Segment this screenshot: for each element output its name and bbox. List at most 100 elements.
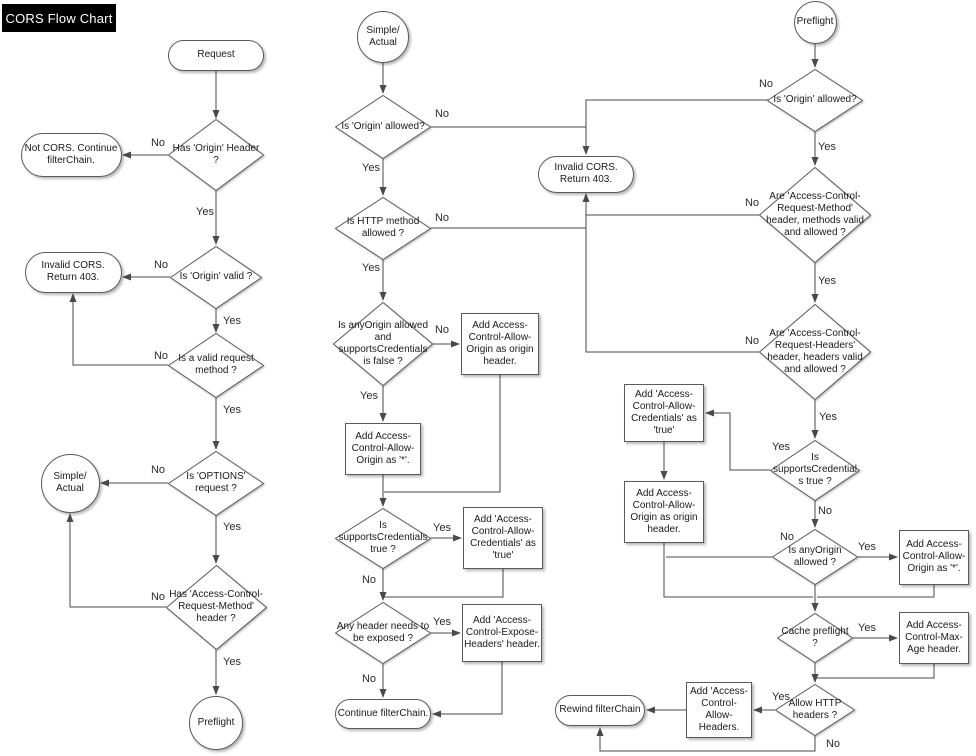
node-label: Preflight [197, 717, 235, 729]
node-label: Add 'Access-Control-Allow-Headers. [689, 686, 749, 733]
edge-label-no-27: No [817, 505, 833, 517]
diamond-shape [777, 613, 853, 663]
node-label: Is a valid request method ? [178, 353, 254, 376]
edge-label-no-6: No [150, 464, 166, 476]
edge-label-no-24: No [744, 335, 760, 347]
connector [663, 543, 813, 598]
connector [817, 664, 935, 679]
edge-label-no-20: No [758, 78, 774, 90]
node-is-supportscred-true-right: Is supportsCredentials true ? [770, 439, 860, 501]
edge-label-yes-26: Yes [772, 441, 790, 453]
node-add-acah: Add 'Access-Control-Allow-Headers. [686, 682, 752, 738]
node-invalid-cors-mid: Invalid CORS. Return 403. [538, 155, 634, 193]
node-has-origin-header: Has 'Origin' Header ? [168, 119, 264, 191]
node-label: Simple/ Actual [366, 25, 400, 48]
node-add-max-age: Add Access-Control-Max-Age header. [899, 612, 969, 664]
node-rewind-filterchain: Rewind filterChain [555, 694, 645, 726]
edge-label-no-28: No [779, 531, 795, 543]
node-label: Is supportsCredentials true ? [773, 452, 857, 487]
node-is-supportscred-true-mid: Is supportsCredentials true ? [335, 507, 431, 569]
diamond-shape [759, 167, 871, 263]
connector [384, 569, 504, 598]
node-label: Is 'OPTIONS' request ? [186, 471, 246, 494]
node-label: Allow HTTP headers ? [788, 698, 842, 721]
diamond-shape [168, 119, 264, 191]
node-label: Has 'Origin' Header ? [172, 143, 260, 166]
edge-label-no-0: No [150, 137, 166, 149]
diamond-shape [170, 245, 262, 309]
edge-label-no-2: No [153, 259, 169, 271]
node-label: Is anyOrigin allowed ? [788, 545, 842, 568]
edge-label-yes-31: Yes [772, 691, 790, 703]
node-label: Preflight [796, 16, 834, 28]
edge-label-no-10: No [434, 108, 450, 120]
node-invalid-cors-left: Invalid CORS. Return 403. [24, 251, 122, 293]
node-label: Are 'Access-Control-Request-Method' head… [766, 191, 864, 238]
node-are-acrm-valid: Are 'Access-Control-Request-Method' head… [759, 167, 871, 263]
node-cache-preflight: Cache preflight ? [777, 613, 853, 663]
node-are-acrh-valid: Are 'Access-Control-Request-Headers' hea… [759, 304, 871, 400]
node-continue-filterchain: Continue filterChain. [335, 699, 431, 729]
node-is-options-request: Is 'OPTIONS' request ? [168, 450, 264, 516]
edge-label-yes-5: Yes [223, 404, 241, 416]
connector [432, 662, 503, 718]
node-label: Is supportsCredentials true ? [338, 520, 428, 555]
diamond-shape [168, 332, 264, 398]
diamond-shape [335, 95, 431, 159]
edge-label-no-8: No [150, 591, 166, 603]
connector [66, 513, 166, 608]
node-label: Add Access-Control-Allow-Origin as '*'. [902, 539, 966, 574]
node-label: Any header needs to be exposed ? [336, 621, 430, 644]
node-label: Add 'Access-Control-Allow-Credentials' a… [631, 389, 697, 436]
node-label: Are 'Access-Control-Request-Headers' hea… [767, 328, 863, 375]
node-label: Add 'Access-Control-Allow-Credentials' a… [470, 514, 536, 561]
edge-label-yes-29: Yes [858, 541, 876, 553]
node-label: Add Access-Control-Max-Age header. [905, 620, 963, 655]
node-label: Rewind filterChain [559, 704, 641, 716]
node-allow-http-headers: Allow HTTP headers ? [775, 684, 855, 736]
node-label: Request [197, 49, 235, 61]
edge-label-no-14: No [434, 324, 450, 336]
node-label: Cache preflight ? [781, 626, 849, 649]
diamond-shape [333, 302, 433, 386]
node-label: Add Access-Control-Allow-Origin as origi… [630, 488, 698, 535]
node-preflight-left: Preflight [189, 696, 243, 750]
diamond-shape [168, 450, 264, 516]
node-not-cors-continue: Not CORS. Continue filterChain. [20, 133, 122, 177]
node-is-origin-allowed-mid: Is 'Origin' allowed? [335, 95, 431, 159]
edge-label-yes-1: Yes [196, 206, 214, 218]
node-label: Is 'Origin' valid ? [179, 271, 253, 283]
node-label: Has 'Access-Control-Request-Method' head… [169, 589, 263, 624]
diamond-shape [335, 602, 431, 664]
node-simple-actual-left: Simple/ Actual [40, 453, 100, 513]
node-label: Add Access-Control-Allow-Origin as origi… [466, 320, 534, 367]
node-preflight-right: Preflight [793, 0, 837, 44]
node-label: Invalid CORS. Return 403. [41, 260, 105, 283]
connector [582, 99, 768, 155]
node-label: Invalid CORS. Return 403. [554, 162, 618, 185]
edge-label-yes-9: Yes [223, 656, 241, 668]
diamond-shape [759, 304, 871, 400]
edge-label-yes-16: Yes [433, 522, 451, 534]
edge-label-no-4: No [153, 350, 169, 362]
node-add-acac-true-right: Add 'Access-Control-Allow-Credentials' a… [624, 384, 704, 442]
diamond-shape [770, 439, 860, 501]
node-label: Simple/ Actual [53, 471, 87, 494]
diamond-shape [335, 507, 431, 569]
node-label: Is 'Origin' allowed? [773, 94, 857, 106]
diamond-shape [767, 68, 863, 132]
diamond-shape [165, 564, 267, 650]
edge-label-yes-30: Yes [858, 622, 876, 634]
node-request: Request [168, 39, 264, 71]
edge-label-yes-11: Yes [362, 162, 380, 174]
node-add-acao-star-mid: Add Access-Control-Allow-Origin as '*'. [345, 423, 421, 475]
node-is-anyorigin-supportscred: Is anyOrigin allowed and supportsCredent… [333, 302, 433, 386]
node-label: Add Access-Control-Allow-Origin as '*'. [351, 431, 415, 466]
node-label: Continue filterChain. [337, 708, 429, 720]
diamond-shape [772, 529, 858, 585]
diamond-shape [775, 684, 855, 736]
connector [596, 727, 816, 752]
edge-label-yes-15: Yes [360, 390, 378, 402]
node-add-aceh-header: Add 'Access-Control-Expose-Headers' head… [462, 604, 542, 662]
edge-label-no-17: No [361, 574, 377, 586]
